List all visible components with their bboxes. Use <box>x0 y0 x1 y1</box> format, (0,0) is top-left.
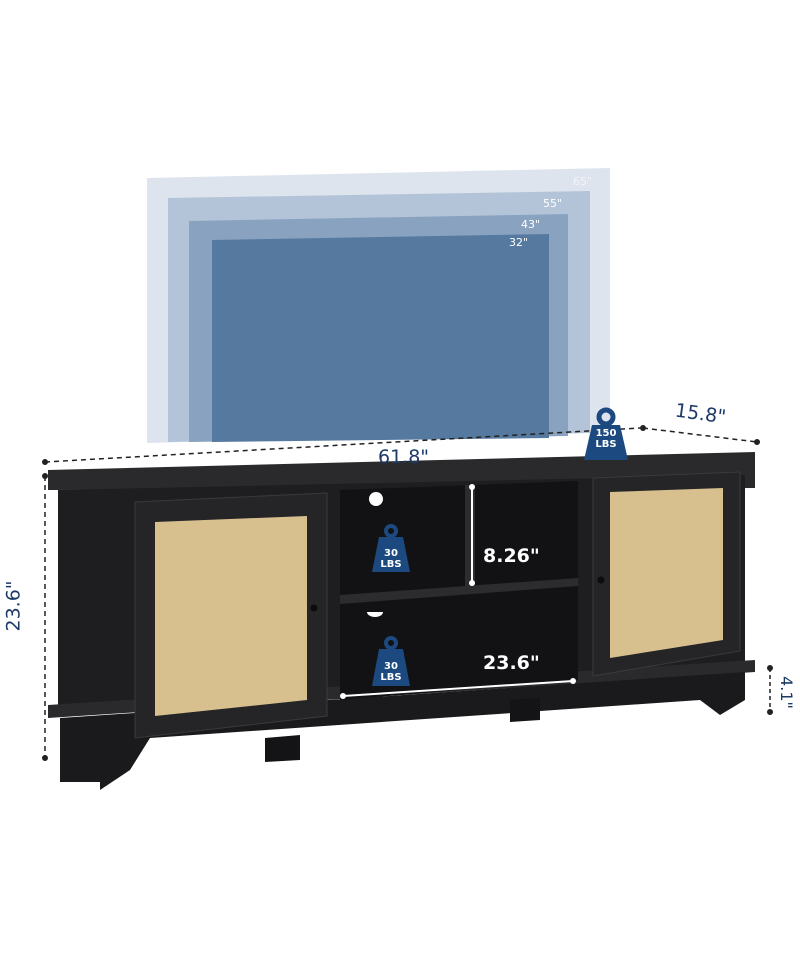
weight-value: 150 <box>595 428 617 439</box>
weight-icon-lower-shelf <box>372 636 410 686</box>
width-label: 61.8" <box>378 446 430 468</box>
lower-shelf-weight-capacity: 30 LBS <box>374 661 408 683</box>
weight-icon-top <box>584 407 628 460</box>
right-door-knob <box>597 576 605 584</box>
left-door-knob <box>310 604 318 612</box>
shelf-width-line <box>342 680 574 697</box>
tv-size-label-55: 55" <box>543 197 563 210</box>
weight-unit: LBS <box>595 439 617 450</box>
middle-shelf <box>340 578 578 604</box>
shelf-divider <box>465 485 475 590</box>
right-rattan-panel <box>610 488 723 658</box>
shelf-width-label: 23.6" <box>483 652 540 674</box>
weight-value: 30 <box>384 548 398 559</box>
leg-height-label: 4.1" <box>776 676 796 709</box>
width-dimension-line <box>44 427 641 463</box>
height-label: 23.6" <box>2 580 25 632</box>
tv-size-label-65: 65" <box>573 175 593 188</box>
tv-size-label-43: 43" <box>521 218 541 231</box>
shelf-height-label: 8.26" <box>483 545 540 567</box>
top-weight-capacity: 150 LBS <box>588 428 624 450</box>
tv-32-outline <box>212 234 549 442</box>
tv-stand <box>48 452 755 790</box>
weight-unit: LBS <box>380 672 402 683</box>
tv-size-label-32: 32" <box>509 236 529 249</box>
weight-icon-upper-shelf <box>372 524 410 572</box>
weight-unit: LBS <box>380 559 402 570</box>
cable-hole <box>369 492 383 506</box>
depth-dimension-line <box>642 427 758 443</box>
weight-value: 30 <box>384 661 398 672</box>
upper-shelf-weight-capacity: 30 LBS <box>374 548 408 570</box>
left-rattan-panel <box>155 516 307 716</box>
